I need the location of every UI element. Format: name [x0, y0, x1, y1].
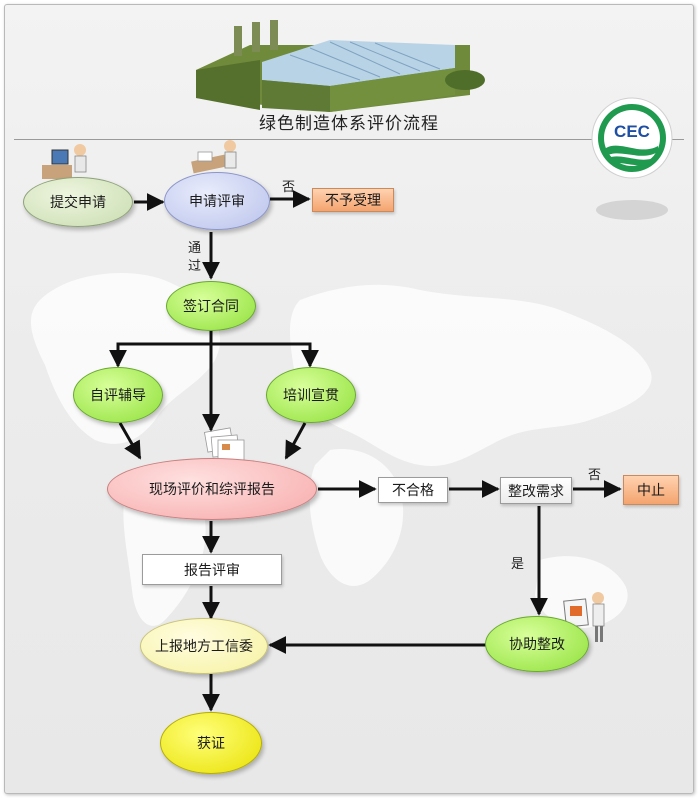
label-no-reject: 否	[282, 180, 296, 195]
logo-text: CEC	[614, 122, 650, 141]
reviewer-at-desk-icon	[191, 140, 237, 174]
node-rectify-need: 整改需求	[500, 477, 572, 504]
label-no-stop: 否	[588, 468, 602, 483]
node-training: 培训宣贯	[266, 367, 356, 423]
person-at-desk-icon	[42, 144, 87, 179]
page-title: 绿色制造体系评价流程	[259, 114, 439, 134]
label-pass-1: 通	[188, 241, 202, 256]
label-yes: 是	[511, 557, 525, 572]
arrow-training-to-onsite	[284, 422, 307, 460]
node-sign-contract: 签订合同	[166, 281, 256, 331]
node-self-eval: 自评辅导	[73, 367, 163, 423]
node-stop: 中止	[623, 475, 679, 505]
node-onsite-eval: 现场评价和综评报告	[107, 458, 317, 520]
label-pass-2: 过	[188, 259, 202, 274]
arrow-contract-split	[116, 342, 312, 366]
node-unqualified: 不合格	[378, 477, 448, 503]
node-assist-rectify: 协助整改	[485, 616, 589, 672]
node-certified: 获证	[160, 712, 262, 774]
arrow-self-eval-to-onsite	[118, 422, 142, 460]
person-presenting-icon	[563, 592, 605, 642]
node-apply-review: 申请评审	[164, 172, 270, 230]
node-submit: 提交申请	[23, 177, 133, 227]
title-bar: 绿色制造体系评价流程	[14, 103, 684, 141]
node-reject: 不予受理	[312, 188, 394, 212]
node-report-review: 报告评审	[142, 554, 282, 585]
node-report-local: 上报地方工信委	[140, 618, 268, 674]
documents-icon	[203, 427, 245, 461]
title-divider	[14, 139, 684, 140]
